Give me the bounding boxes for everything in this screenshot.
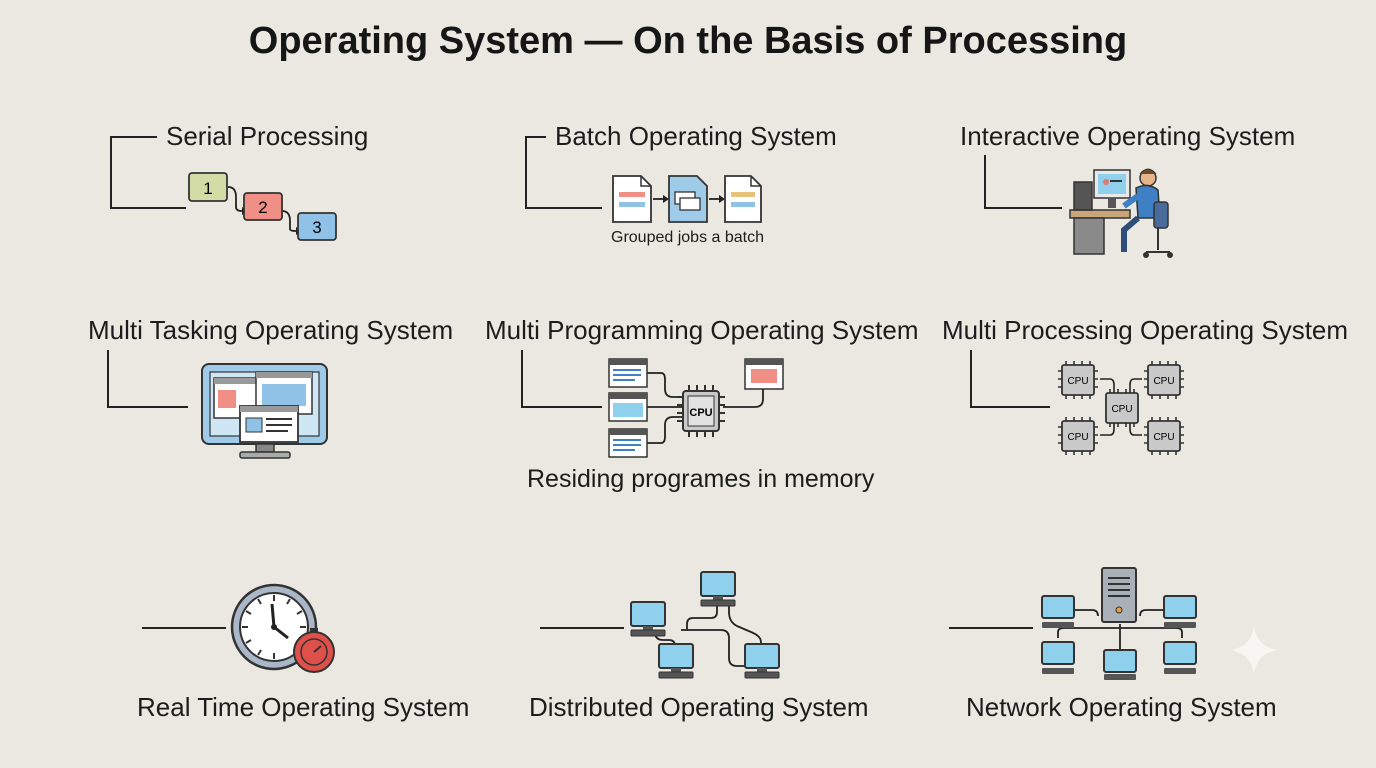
interactive-os-label: Interactive Operating System xyxy=(960,121,1296,151)
page-title: Operating System — On the Basis of Proce… xyxy=(248,20,1128,62)
batch-caption: Grouped jobs a batch xyxy=(611,229,764,246)
multiprocessing-cpu-grid-icon: CPU CPU CPU CPU CPU xyxy=(1058,361,1184,455)
cpu-text: CPU xyxy=(689,407,712,419)
sparkle-icon xyxy=(1230,626,1278,674)
distributed-network-icon xyxy=(630,571,780,679)
batch-jobs-icon xyxy=(612,175,762,223)
realtime-os-label: Real Time Operating System xyxy=(137,692,470,722)
multitasking-connector xyxy=(107,350,188,408)
serial-steps-icon: 1 2 3 xyxy=(188,172,337,241)
multiprogramming-connector xyxy=(521,350,602,408)
cpu-center-text: CPU xyxy=(1111,404,1132,415)
multiprocessing-os-label: Multi Processing Operating System xyxy=(942,315,1349,345)
serial-connector xyxy=(110,136,186,209)
multiprogramming-caption: Residing programes in memory xyxy=(527,465,875,493)
cpu-br-text: CPU xyxy=(1153,432,1174,443)
multiprocessing-connector xyxy=(970,350,1050,408)
multiprogramming-os-label: Multi Programming Operating System xyxy=(485,315,919,345)
interactive-connector xyxy=(984,155,1062,209)
batch-connector xyxy=(525,136,602,209)
distributed-os-label: Distributed Operating System xyxy=(529,692,869,722)
step-1-text: 1 xyxy=(203,179,212,198)
network-server-icon xyxy=(1041,567,1197,680)
cpu-tr-text: CPU xyxy=(1153,376,1174,387)
user-at-computer-icon xyxy=(1069,168,1173,258)
network-os-label: Network Operating System xyxy=(966,692,1277,722)
clock-icon xyxy=(230,583,335,673)
cpu-bl-text: CPU xyxy=(1067,432,1088,443)
multitasking-os-label: Multi Tasking Operating System xyxy=(88,315,454,345)
serial-processing-label: Serial Processing xyxy=(166,121,369,151)
multiprogramming-cpu-icon: CPU xyxy=(608,358,784,458)
step-2-text: 2 xyxy=(258,198,267,217)
step-3-text: 3 xyxy=(312,218,321,237)
batch-os-label: Batch Operating System xyxy=(555,121,837,151)
cpu-tl-text: CPU xyxy=(1067,376,1088,387)
multitasking-monitor-icon xyxy=(201,363,328,459)
